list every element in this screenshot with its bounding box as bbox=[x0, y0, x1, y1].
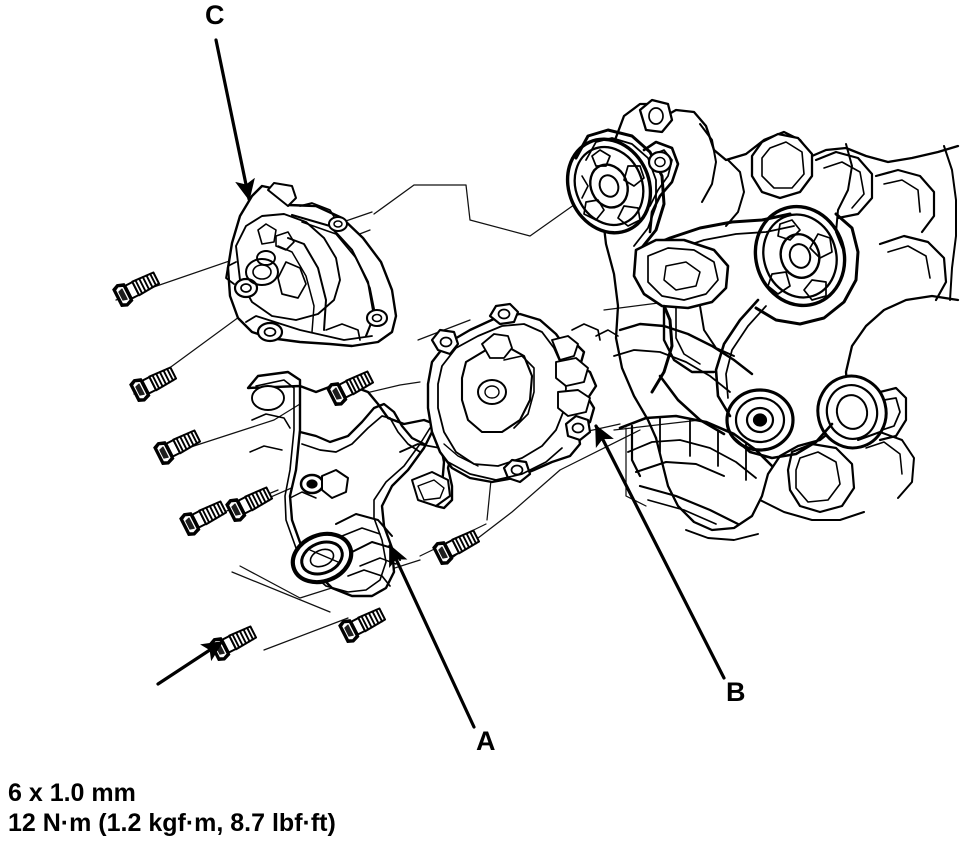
callout-arrow-c bbox=[214, 38, 255, 201]
torque-value-text: 12 N·m (1.2 kgf·m, 8.7 lbf·ft) bbox=[8, 809, 336, 837]
spec-arrow bbox=[156, 640, 224, 686]
callout-arrow-b bbox=[594, 424, 726, 680]
callout-label-a: A bbox=[476, 726, 496, 756]
part-a-lower-timing-belt-cover bbox=[246, 370, 454, 598]
callout-label-c: C bbox=[205, 0, 225, 30]
bolt-size-text: 6 x 1.0 mm bbox=[8, 779, 136, 807]
bolt-2 bbox=[127, 361, 180, 405]
engine-block-assembly bbox=[565, 98, 960, 541]
bolt-6 bbox=[207, 620, 260, 664]
part-b-rear-timing-cover bbox=[426, 302, 619, 484]
callout-arrows bbox=[156, 38, 726, 729]
assembly-guide-lines bbox=[115, 177, 701, 651]
bolt-4 bbox=[177, 495, 230, 539]
bolt-7 bbox=[336, 602, 389, 646]
part-c-upper-mounting-bracket bbox=[225, 182, 398, 348]
bolt-1 bbox=[110, 266, 163, 310]
callout-arrow-a bbox=[388, 544, 476, 729]
torque-spec-block: 6 x 1.0 mm 12 N·m (1.2 kgf·m, 8.7 lbf·ft… bbox=[8, 778, 336, 838]
callout-label-b: B bbox=[726, 677, 746, 707]
bolt-5 bbox=[223, 481, 276, 525]
bolt-9 bbox=[430, 524, 483, 568]
